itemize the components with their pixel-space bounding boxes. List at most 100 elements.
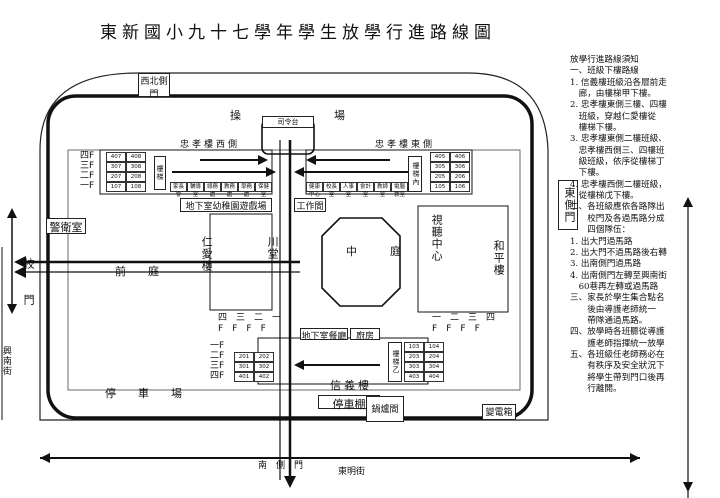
office-principal: 校長室	[323, 182, 340, 198]
xinyi-1f: 一F	[210, 341, 225, 351]
floor-f-west-2: F	[246, 324, 261, 334]
floor-f-west-1: F	[260, 324, 275, 334]
east-gate[interactable]: 東側門	[558, 180, 578, 230]
notes-line: 級班級，依序從樓梯丁	[570, 157, 665, 168]
room-204: 204	[424, 352, 444, 362]
stage-label: 司令台	[262, 116, 314, 128]
office-guidance: 輔導室	[187, 182, 204, 198]
office-computer: 電腦教室	[391, 182, 408, 198]
heping-building: 和平樓	[492, 240, 506, 276]
room-104: 104	[424, 342, 444, 352]
stairs-east: 樓梯內	[408, 156, 422, 192]
notes-line: 帶隊通過馬路。	[570, 315, 648, 326]
notes-line: 三、家長於學生集合點名	[570, 293, 665, 304]
notes-line: 護老師指揮統一放學	[570, 338, 665, 349]
floor-numbers-west: 四三二一	[218, 313, 291, 324]
notes-line: 下樓。	[570, 168, 605, 179]
room-306: 306	[450, 162, 470, 172]
guard-room: 警衛室	[46, 218, 86, 234]
zhongxiao-west-outline	[99, 149, 273, 195]
office-academic: 教務處	[221, 182, 238, 198]
renai-outline	[209, 213, 273, 311]
floor-4f: 四F	[80, 151, 95, 161]
floor-numbers-east: 一二三四	[432, 313, 505, 324]
notes-line: 將學生帶到門口後再	[570, 372, 665, 383]
room-404: 404	[424, 372, 444, 382]
main-gate[interactable]: 校 門	[22, 258, 36, 306]
room-402: 402	[254, 372, 274, 382]
notes-line: 行離開。	[570, 383, 622, 394]
notes-line: 60巷再左轉或過馬路	[570, 281, 659, 292]
notes-line: 校門及各過馬路分成	[570, 213, 665, 224]
room-407: 407	[106, 152, 126, 162]
room-107: 107	[106, 182, 126, 192]
room-303: 303	[404, 362, 424, 372]
campus-wall	[39, 72, 549, 421]
floor-east-4: 四	[486, 313, 505, 323]
room-401: 401	[234, 372, 254, 382]
xingnan-street: 興南街	[0, 346, 11, 376]
floor-f-east: FFFF	[432, 324, 489, 335]
gate-arrow-up	[7, 208, 17, 218]
notes-line: 從樓梯戊下樓。	[570, 191, 639, 202]
heping-outline	[417, 205, 509, 313]
xinyi-outline	[257, 337, 429, 385]
floor-f-east-4: F	[474, 324, 489, 334]
room-308: 308	[126, 162, 146, 172]
notes-line: 4. 忠孝樓西側二樓班級，	[570, 179, 667, 190]
map-title: 東新國小九十七學年學生放學行進路線圖	[100, 23, 496, 43]
west-north-gate[interactable]: 西北側門	[138, 73, 170, 100]
notes-line: 有秩序及安全狀況下	[570, 361, 665, 372]
parking-lot: 停 車 場	[105, 387, 182, 400]
route-arrow-west-2	[14, 266, 26, 278]
zhongxiao-east-label: 忠孝樓東側	[375, 140, 436, 150]
notes-line: 班級，穿越仁愛樓從	[570, 111, 656, 122]
renai-building: 仁愛樓	[200, 236, 214, 272]
room-208: 208	[126, 172, 146, 182]
floor-f-east-2: F	[446, 324, 461, 334]
workshop: 工作間	[294, 198, 326, 212]
notes-line: 樓梯下樓。	[570, 123, 622, 134]
stairs-yi: 樓梯乙	[388, 342, 402, 382]
floor-f-east-1: F	[432, 324, 447, 334]
south-gate[interactable]: 南 側 門	[258, 461, 304, 471]
floor-east-1: 一	[432, 313, 451, 323]
notes-line: 1. 信義樓班級沿各層前走	[570, 77, 667, 88]
playground-label-right: 場	[334, 109, 345, 122]
front-yard: 前 庭	[115, 265, 159, 278]
notes-line: 1. 出大門過馬路	[570, 236, 633, 247]
parking-shed: 停車棚	[318, 395, 380, 411]
room-301: 301	[234, 362, 254, 372]
notes-line: 廊，由樓梯甲下樓。	[570, 89, 656, 100]
room-108: 108	[126, 182, 146, 192]
floor-west-3: 三	[236, 313, 255, 323]
route-arrow-top-east	[306, 155, 316, 165]
route-arrow-south	[284, 476, 296, 488]
room-403: 403	[404, 372, 424, 382]
office-general: 總務處	[204, 182, 221, 198]
floor-2f: 二F	[80, 171, 95, 181]
playground-label-left: 操	[230, 109, 241, 122]
notes-line: 3. 忠孝樓東側二樓班級、	[570, 134, 667, 145]
floor-west-2: 二	[254, 313, 273, 323]
notes-line: 一、班級下樓路線	[570, 66, 639, 77]
notes-line: 五、各班級任老師務必在	[570, 349, 665, 360]
xinyi-2f: 二F	[210, 351, 225, 361]
notes-line: 忠孝樓西側三、四樓班	[570, 145, 665, 156]
notes-line: 2. 忠孝樓東側三樓、四樓	[570, 100, 667, 111]
building-block	[67, 149, 521, 391]
zhongxiao-west-label: 忠孝樓西側	[180, 140, 241, 150]
dongming-street: 東明街	[338, 467, 366, 477]
route-arrow-mid-east	[294, 167, 304, 177]
room-201: 201	[234, 352, 254, 362]
floor-f-east-3: F	[460, 324, 475, 334]
floor-west-1: 一	[272, 313, 291, 323]
room-406: 406	[450, 152, 470, 162]
room-105: 105	[430, 182, 450, 192]
office-teachers: 教師室	[374, 182, 391, 198]
floor-east-3: 三	[468, 313, 487, 323]
center-court: 中 庭	[346, 245, 401, 258]
floor-f-west-4: F	[218, 324, 233, 334]
